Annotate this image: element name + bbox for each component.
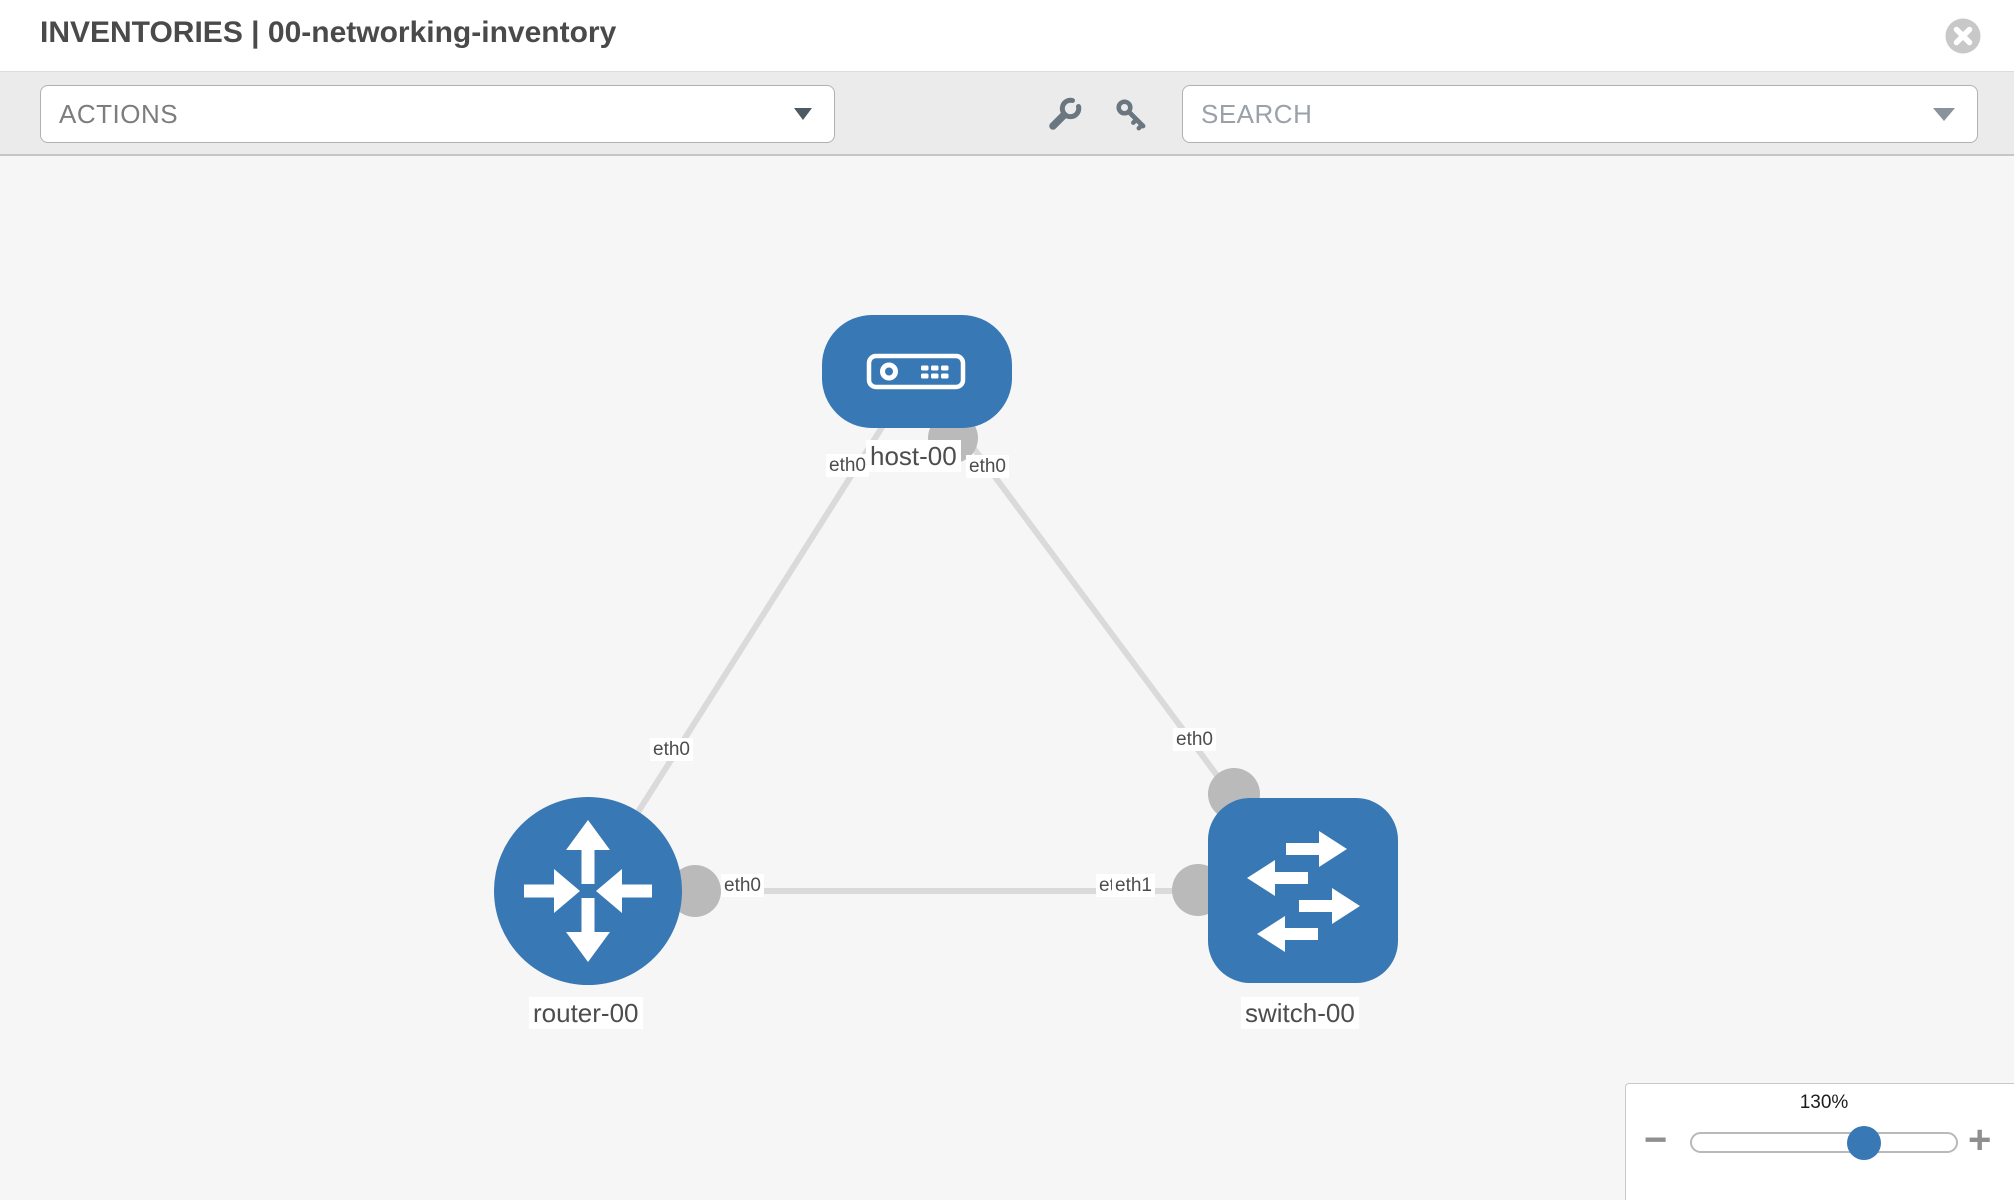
- zoom-in-button[interactable]: +: [1968, 1118, 1992, 1162]
- close-button[interactable]: [1944, 17, 1982, 55]
- host-icon: [866, 353, 966, 390]
- chevron-down-icon: [1933, 107, 1955, 121]
- search-dropdown[interactable]: [1182, 85, 1978, 143]
- interface-label-host-eth0-left: eth0: [826, 454, 869, 477]
- actions-label: ACTIONS: [59, 98, 179, 129]
- key-icon[interactable]: [1114, 97, 1152, 135]
- interface-label-switch-eth0-top: eth0: [1173, 728, 1216, 751]
- interface-label-switch-eth1: eth1: [1112, 874, 1155, 897]
- zoom-slider-thumb[interactable]: [1847, 1126, 1881, 1160]
- zoom-slider[interactable]: [1690, 1126, 1958, 1160]
- chevron-down-icon: [794, 108, 812, 120]
- interface-label-host-eth0-right: eth0: [966, 455, 1009, 478]
- switch-icon: [1247, 831, 1360, 952]
- zoom-out-button[interactable]: −: [1644, 1118, 1668, 1162]
- node-label-host: host-00: [866, 440, 961, 472]
- node-host[interactable]: [822, 315, 1012, 428]
- zoom-panel: 130% − +: [1625, 1083, 2014, 1200]
- router-icon: [524, 820, 652, 962]
- zoom-level: 130%: [1799, 1092, 1849, 1113]
- node-label-router: router-00: [529, 997, 643, 1029]
- wrench-icon[interactable]: [1046, 97, 1082, 133]
- interface-dot: [669, 865, 721, 917]
- node-label-switch: switch-00: [1241, 997, 1359, 1029]
- close-icon: [1945, 18, 1981, 54]
- topology-canvas[interactable]: [0, 158, 2014, 1200]
- actions-dropdown[interactable]: ACTIONS: [40, 85, 835, 143]
- search-input[interactable]: [1201, 98, 1901, 130]
- node-router[interactable]: [494, 797, 682, 985]
- node-switch[interactable]: [1208, 798, 1398, 983]
- toolbar: ACTIONS: [0, 71, 2014, 156]
- interface-label-router-eth0-top: eth0: [650, 738, 693, 761]
- interface-label-router-eth0-right: eth0: [721, 874, 764, 897]
- header: INVENTORIES | 00-networking-inventory: [0, 0, 2014, 71]
- page-title: INVENTORIES | 00-networking-inventory: [40, 16, 617, 49]
